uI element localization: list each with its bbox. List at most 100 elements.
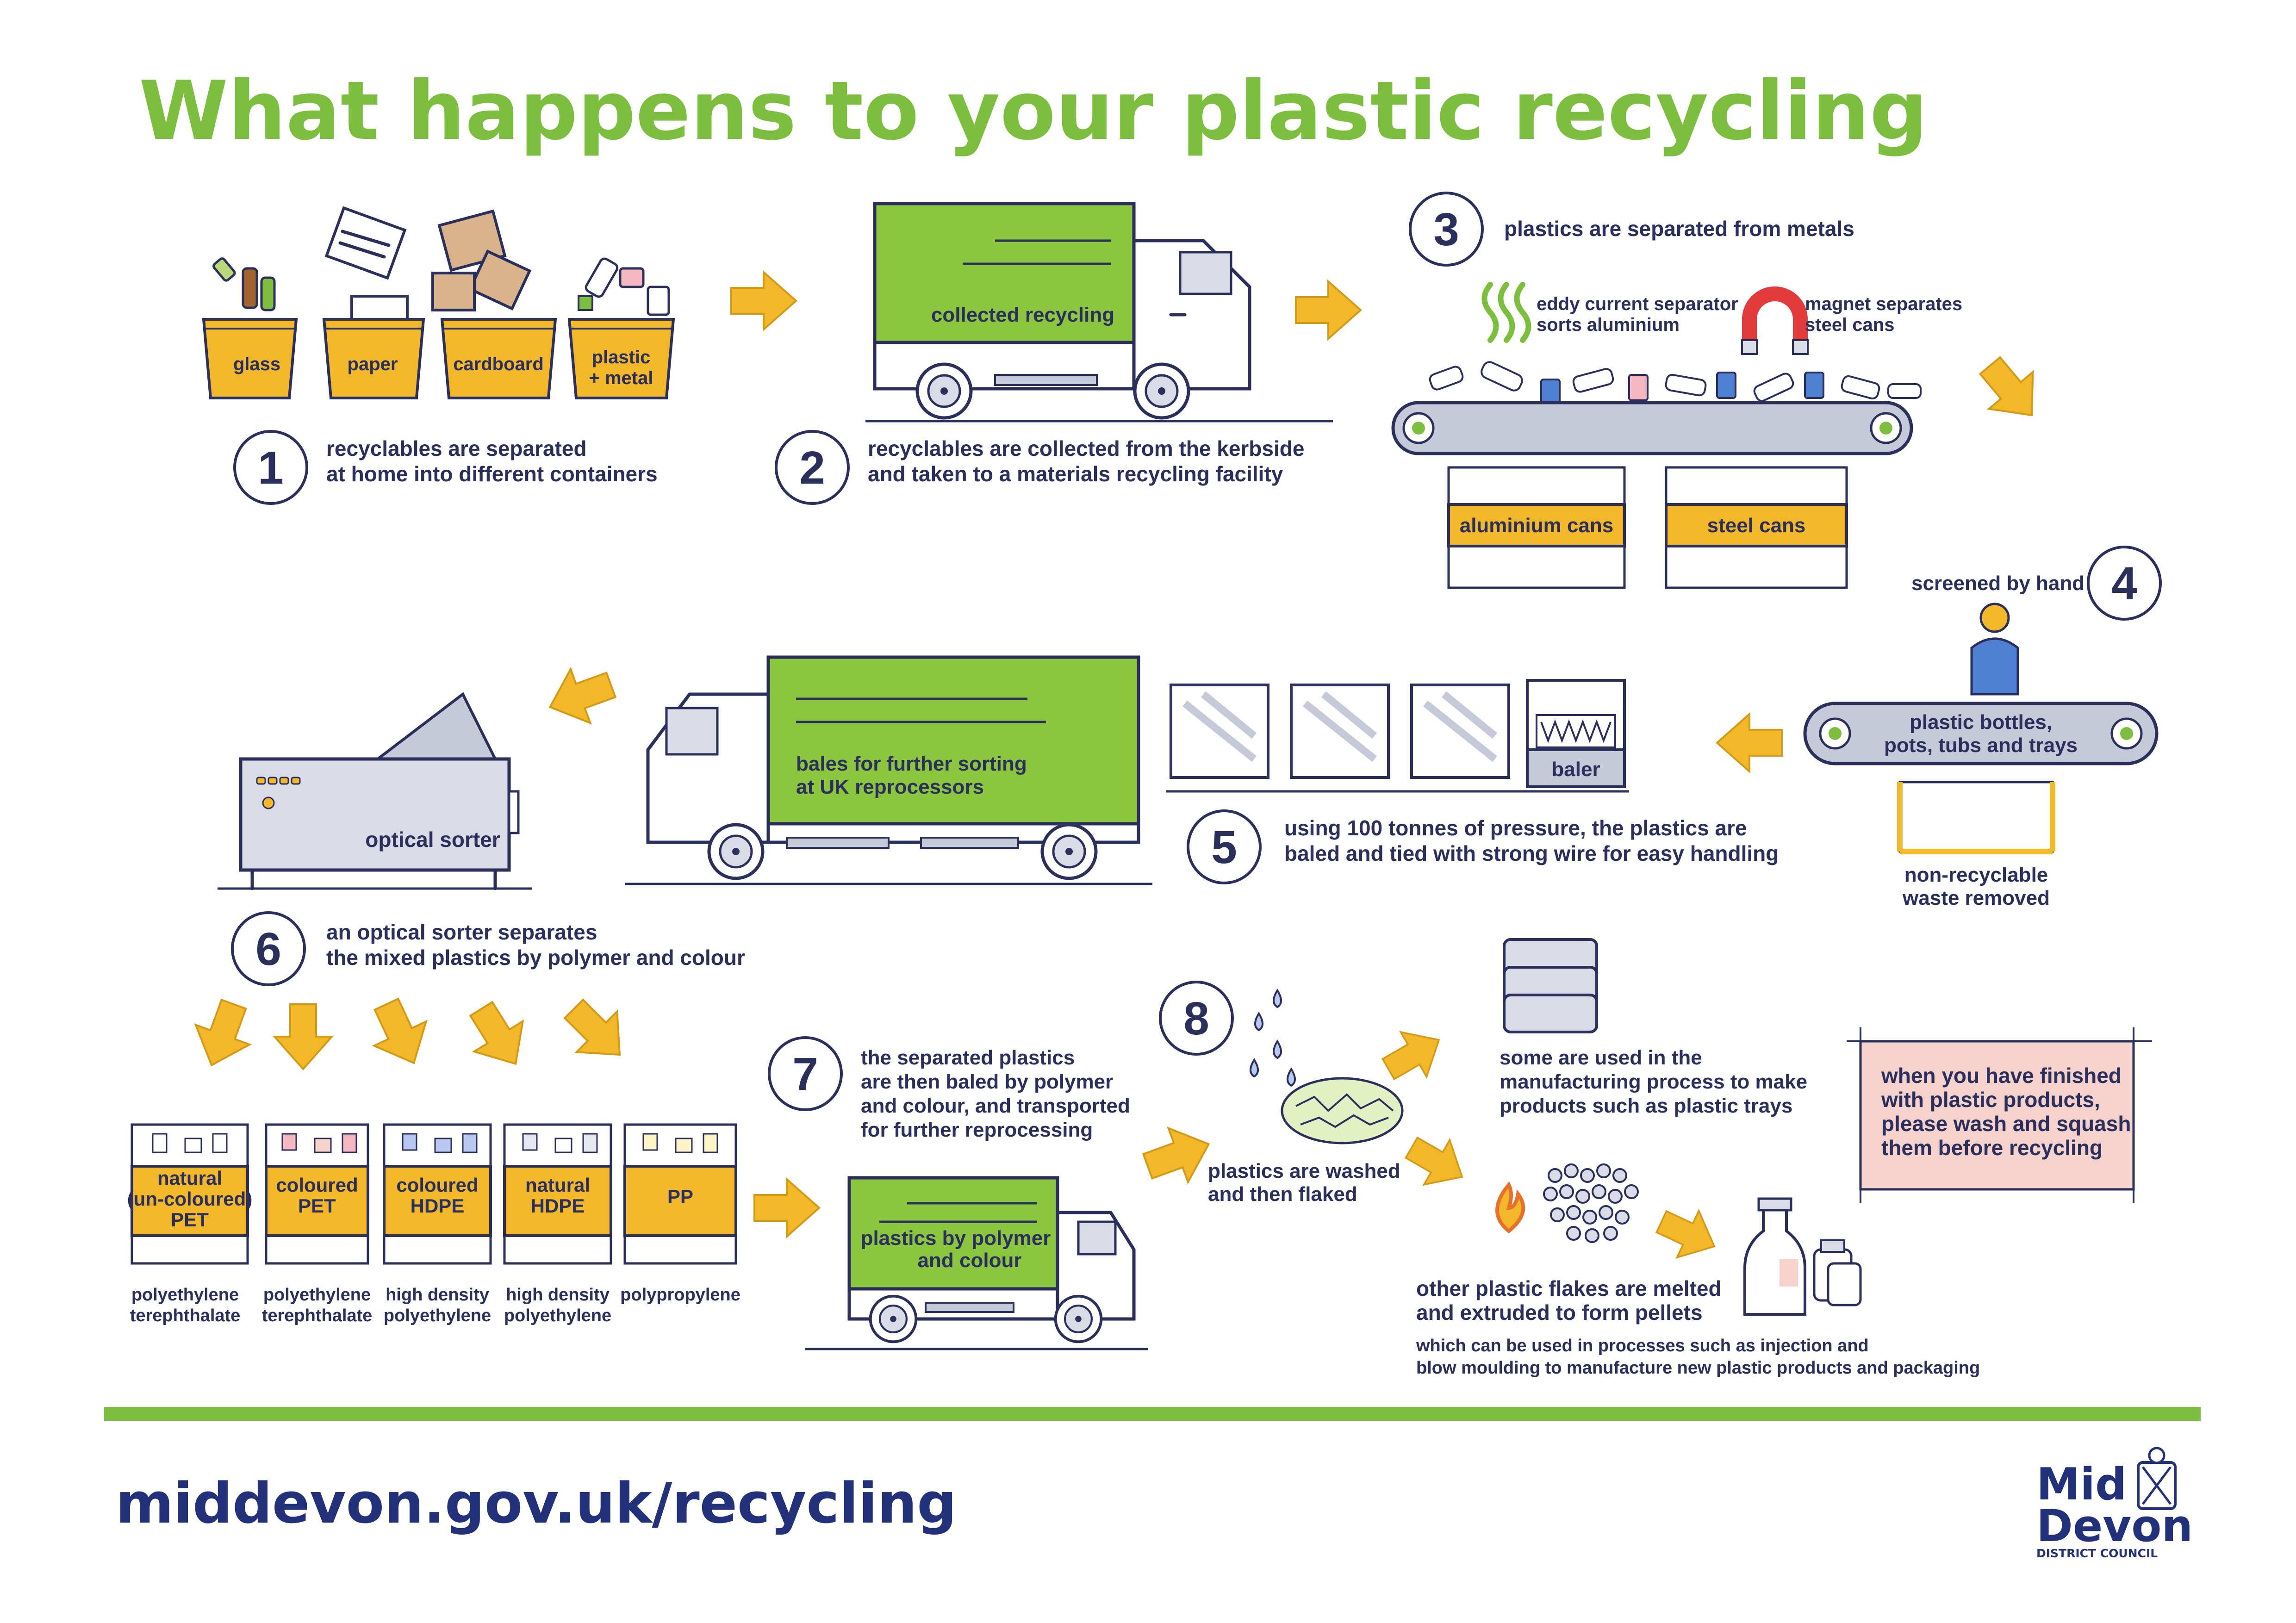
step-8-number: 8 — [1183, 993, 1209, 1045]
arrow-sorter-to-bin-1 — [183, 993, 262, 1076]
step-7-caption-line3: and colour, and transported — [861, 1094, 1130, 1117]
bin-label-coloured-pet-2: PET — [298, 1195, 336, 1217]
council-logo: Mid Devon DISTRICT COUNCIL — [2036, 1447, 2193, 1560]
baler-label: baler — [1551, 758, 1600, 781]
bin-label-natural-hdpe-2: HDPE — [531, 1195, 585, 1217]
step-2-caption-line1: recyclables are collected from the kerbs… — [868, 436, 1304, 460]
bin-desc-natural-pet-1: polyethylene — [131, 1285, 239, 1305]
bin-paper: paper — [322, 318, 425, 399]
step-6-caption-line2: the mixed plastics by polymer and colour — [326, 945, 745, 970]
waste-label-line2: waste removed — [1902, 887, 2050, 909]
bin-label-coloured-pet-1: coloured — [276, 1174, 358, 1196]
bin-natural-pet: natural (un-coloured) PET polyethylene t… — [127, 1123, 253, 1325]
bin-label-glass: glass — [233, 354, 280, 374]
arrow-step4-to-step5 — [1716, 713, 1783, 772]
wash-and-squash-note: when you have finished with plastic prod… — [1847, 1027, 2152, 1203]
bin-label-natural-pet-1: natural — [157, 1167, 222, 1189]
bin-coloured-pet: coloured PET polyethylene terephthalate — [262, 1123, 372, 1325]
step-6: optical sorter 6 an optical sorter separ… — [127, 692, 745, 1325]
trays-label-line2: manufacturing process to make — [1500, 1070, 1807, 1093]
waste-bin — [1897, 781, 2055, 854]
crest-icon — [2137, 1447, 2177, 1510]
step-2-number: 2 — [799, 442, 825, 494]
conveyor-belt-step4: plastic bottles, pots, tubs and trays — [1803, 702, 2159, 765]
footer-url[interactable]: middevon.gov.uk/recycling — [116, 1472, 957, 1536]
plastic-flakes-icon — [1281, 1077, 1404, 1144]
arrow-step6-to-step7 — [753, 1178, 820, 1237]
footer-divider — [104, 1407, 2201, 1421]
magnet-label-line2: steel cans — [1805, 315, 1894, 335]
water-drops-icon — [1250, 989, 1296, 1087]
bin-coloured-hdpe: coloured HDPE high density polyethylene — [383, 1123, 492, 1325]
step-1-caption-line2: at home into different containers — [326, 462, 658, 486]
step-3-number: 3 — [1433, 204, 1459, 255]
arrow-flakes-to-trays — [1375, 1016, 1453, 1093]
note-line4: them before recycling — [1881, 1136, 2103, 1160]
belt-label-line2: pots, tubs and trays — [1884, 734, 2078, 757]
arrow-step2-to-step3 — [1295, 280, 1362, 340]
step-4-number: 4 — [2111, 558, 2137, 609]
bin-label-paper: paper — [348, 354, 398, 374]
truck-label-polymer-line1: plastics by polymer — [861, 1227, 1051, 1250]
bin-label-steel: steel cans — [1707, 514, 1806, 537]
step-1-number: 1 — [258, 442, 284, 494]
bin-label-pp: PP — [667, 1186, 693, 1207]
bin-glass: glass — [202, 318, 298, 399]
washed-label-line2: and then flaked — [1208, 1183, 1357, 1206]
arrow-step1-to-step2 — [730, 271, 797, 330]
bin-label-natural-hdpe-1: natural — [525, 1174, 590, 1196]
bin-label-natural-pet-3: PET — [171, 1209, 209, 1231]
step-4-heading: screened by hand — [1911, 572, 2084, 595]
pellets-icon — [1543, 1163, 1639, 1243]
bin-aluminium-cans: aluminium cans — [1447, 466, 1626, 589]
trays-label-line1: some are used in the — [1500, 1046, 1702, 1069]
step-2: collected recycling 2 recyclables are co… — [776, 202, 1333, 504]
bin-desc-natural-hdpe-1: high density — [506, 1285, 610, 1305]
arrow-step7-to-step8 — [1137, 1116, 1220, 1194]
bin-desc-natural-pet-2: terephthalate — [130, 1306, 241, 1325]
truck-label-collected: collected recycling — [931, 304, 1114, 326]
truck-label-bales-line1: bales for further sorting — [796, 752, 1027, 775]
optical-sorter-machine: optical sorter — [218, 692, 532, 890]
bales-truck: bales for further sorting at UK reproces… — [625, 655, 1152, 885]
arrow-sorter-to-bin-3 — [359, 991, 441, 1076]
bin-desc-natural-hdpe-2: polyethylene — [504, 1306, 611, 1325]
bin-label-natural-pet-2: (un-coloured) — [127, 1188, 253, 1210]
step-7: 7 the separated plastics are then baled … — [769, 1038, 1148, 1350]
bin-natural-hdpe: natural HDPE high density polyethylene — [503, 1123, 612, 1325]
collection-truck: collected recycling — [865, 202, 1333, 423]
arrow-sorter-to-bin-5 — [554, 989, 640, 1075]
logo-line-mid: Mid — [2036, 1459, 2127, 1510]
newspaper-icon — [324, 206, 409, 325]
trays-label-line3: products such as plastic trays — [1500, 1094, 1792, 1117]
sorted-plastic-pieces — [152, 1133, 718, 1153]
pellets-detail-line2: blow moulding to manufacture new plastic… — [1416, 1358, 1980, 1378]
plastic-metal-items-icon — [578, 257, 670, 316]
bin-label-plastic: plastic — [592, 347, 651, 367]
pellets-detail-line1: which can be used in processes such as i… — [1416, 1336, 1869, 1356]
bin-desc-coloured-hdpe-1: high density — [386, 1285, 489, 1305]
step-1-caption-line1: recyclables are separated — [326, 436, 587, 460]
truck-label-bales-line2: at UK reprocessors — [796, 776, 984, 798]
step-5: baler bales for further sorting at UK re… — [625, 655, 1779, 885]
flame-icon — [1495, 1181, 1525, 1234]
step-6-number: 6 — [255, 923, 281, 975]
bin-desc-pp: polypropylene — [620, 1285, 740, 1305]
bin-desc-coloured-hdpe-2: polyethylene — [384, 1306, 491, 1325]
arrow-sorter-to-bin-4 — [456, 993, 541, 1080]
arrow-flakes-to-pellets — [1398, 1124, 1476, 1200]
bin-label-aluminium: aluminium cans — [1460, 514, 1614, 537]
bin-plastic-metal: plastic + metal — [567, 318, 675, 399]
note-line3: please wash and squash — [1881, 1112, 2131, 1136]
step-5-caption-line2: baled and tied with strong wire for easy… — [1284, 841, 1779, 865]
step-6-caption-line1: an optical sorter separates — [326, 920, 597, 944]
step-2-caption-line2: and taken to a materials recycling facil… — [868, 462, 1283, 486]
eddy-current-icon — [1481, 282, 1531, 343]
eddy-label-line2: sorts aluminium — [1537, 315, 1680, 335]
pellets-label-line1: other plastic flakes are melted — [1416, 1276, 1722, 1300]
bin-desc-coloured-pet-1: polyethylene — [263, 1285, 371, 1305]
step-3: 3 plastics are separated from metals edd… — [1391, 193, 1962, 589]
worker-icon — [1970, 603, 2019, 696]
step-5-number: 5 — [1211, 821, 1237, 873]
